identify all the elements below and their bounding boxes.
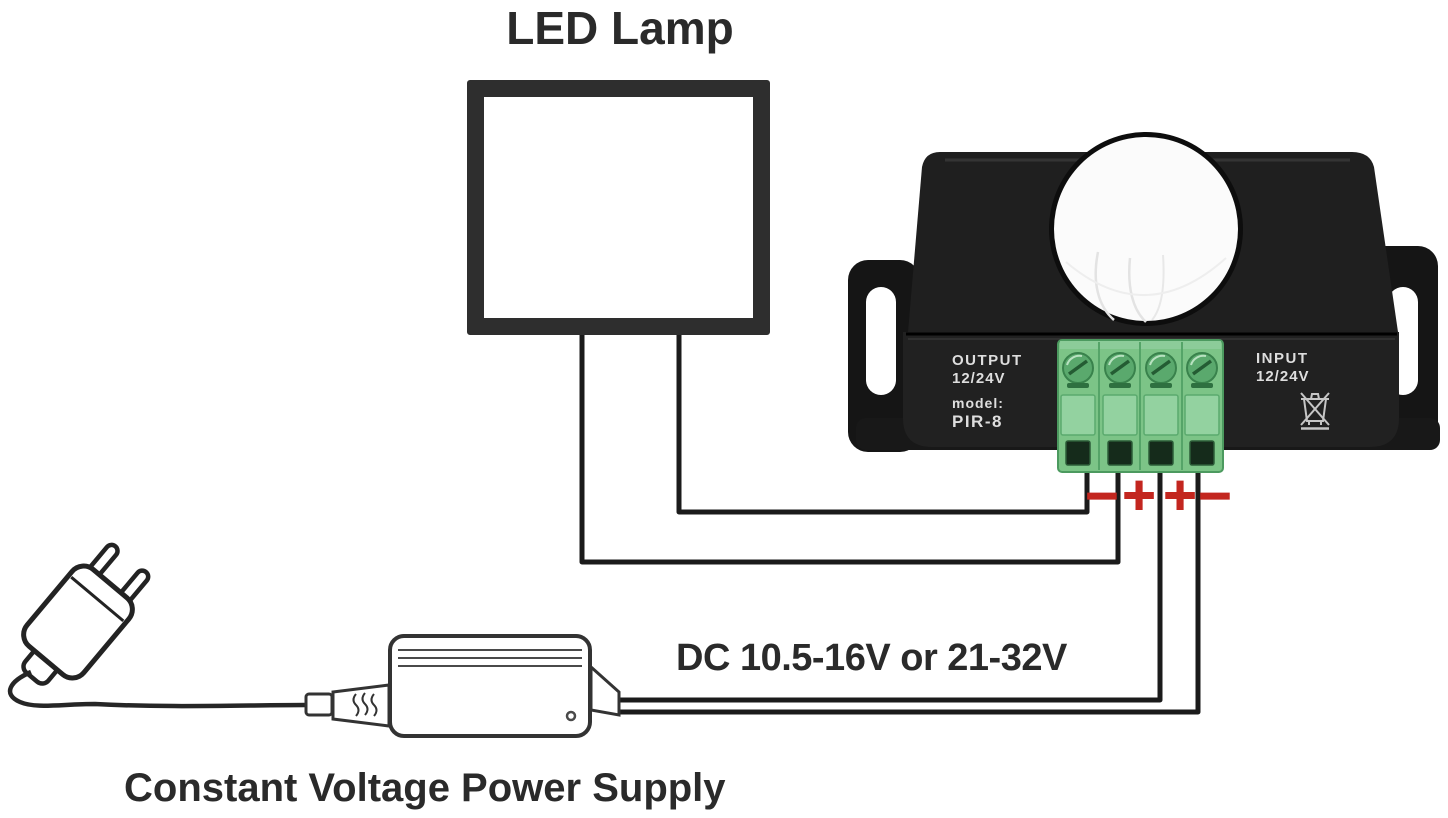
wire-input-plus-to-psu (618, 470, 1163, 703)
plug-face-seam (70, 576, 125, 623)
weee-icon (1300, 392, 1330, 430)
device-output-label: OUTPUT 12/24V (952, 352, 1023, 387)
cable-connector (304, 683, 391, 728)
ac-cable (7, 669, 307, 709)
led-lamp-panel (467, 80, 770, 335)
brick-dc-outlet (589, 663, 621, 717)
led-lamp-label: LED Lamp (506, 2, 734, 54)
power-supply-label: Constant Voltage Power Supply (124, 766, 726, 810)
polarity-mark-output-plus: + (1120, 469, 1159, 521)
power-plug-icon (21, 542, 151, 686)
polarity-mark-input-minus: − (1196, 470, 1235, 522)
brick-vent-lines (398, 649, 582, 667)
device-model-label: model: PIR-8 (952, 395, 1004, 432)
power-supply-brick (388, 634, 621, 738)
plug-body (21, 563, 135, 681)
input-voltage-text: 12/24V (1256, 367, 1310, 385)
terminal-screws (1060, 352, 1220, 466)
polarity-mark-output-minus: − (1083, 470, 1122, 522)
model-text: model: (952, 395, 1004, 411)
wire-lamp-to-output-plus (579, 334, 1121, 565)
brick-led-dot (565, 710, 577, 722)
pir-sensor-device (848, 132, 1440, 473)
polarity-mark-input-plus: + (1161, 469, 1200, 521)
ear-slot-left (866, 287, 896, 395)
wires (579, 334, 1201, 715)
wire-input-minus-to-psu (618, 470, 1201, 715)
terminal-block (1057, 339, 1224, 473)
device-input-label: INPUT 12/24V (1256, 350, 1310, 385)
output-text: OUTPUT (952, 352, 1023, 369)
dc-rating-label: DC 10.5-16V or 21-32V (676, 637, 1067, 679)
model-number-text: PIR-8 (952, 411, 1003, 431)
output-voltage-text: 12/24V (952, 369, 1006, 387)
input-text: INPUT (1256, 350, 1309, 367)
pir-dome-icon (1054, 137, 1238, 321)
dome-facet-lines (1065, 251, 1227, 323)
wire-lamp-to-output-minus (676, 334, 1090, 515)
